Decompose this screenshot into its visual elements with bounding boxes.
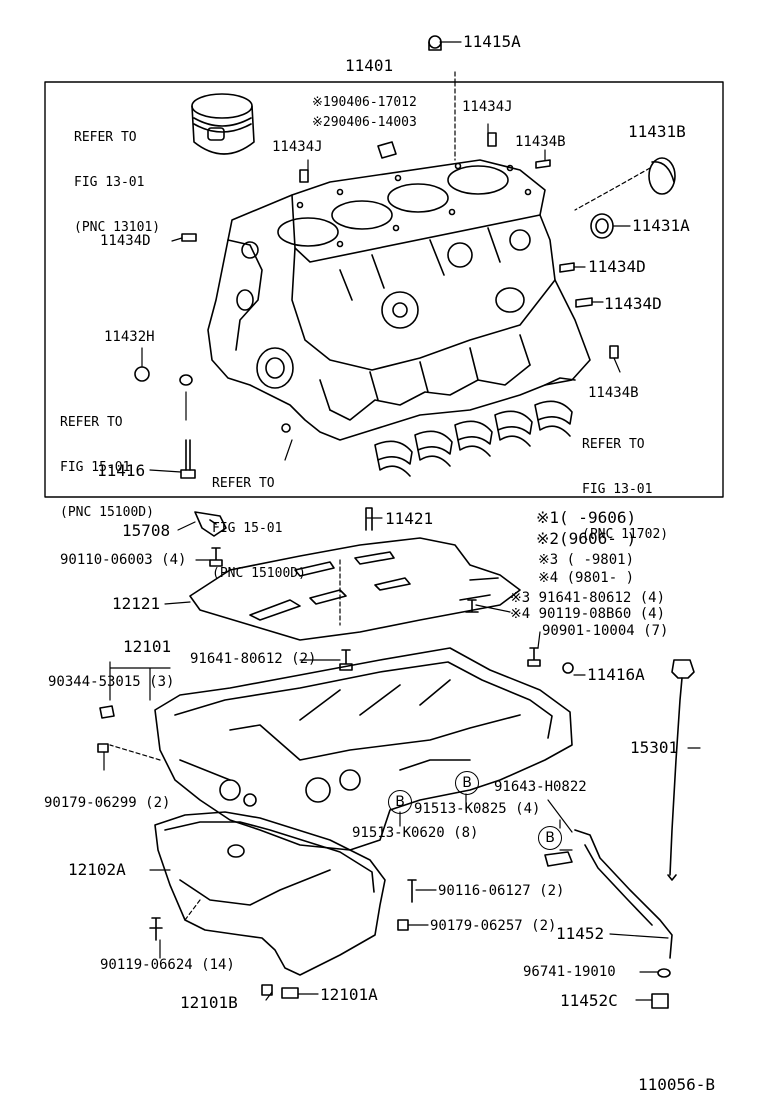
upper-oil-pan-12101 (154, 647, 573, 851)
marker-b-1: B (455, 771, 479, 795)
note-2: ※2(9606- ) (536, 529, 637, 548)
part-label-91641-4: ※3 91641-80612 (4) (510, 590, 666, 606)
reference-line: REFER TO (74, 130, 137, 145)
reference-line: FIG 15-01 (60, 460, 131, 475)
part-label-90119-08: ※4 90119-08B60 (4) (510, 606, 666, 622)
part-label-11434D-b: 11434D (588, 257, 646, 276)
reference-line: (PNC 13101) (74, 220, 161, 235)
part-label-11415A: 11415A (463, 32, 521, 51)
part-label-90119-06624: 90119-06624 (14) (100, 957, 235, 973)
part-label-11434J-a: 11434J (462, 99, 513, 115)
engine-block-drawing (207, 159, 591, 441)
part-label-11434D-a: 11434D (100, 233, 151, 249)
part-label-91513-8: 91513-K0620 (8) (352, 825, 479, 841)
leader-lines (103, 41, 701, 1001)
reference-line: REFER TO (60, 415, 123, 430)
part-label-15708: 15708 (122, 521, 171, 540)
bolt-11416 (180, 439, 196, 479)
reference-line: REFER TO (582, 437, 645, 452)
reference-bearings: REFER TO FIG 13-01 (PNC 11702) (582, 407, 668, 557)
part-label-12101B: 12101B (180, 993, 238, 1012)
part-label-11434J-b: 11434J (272, 139, 323, 155)
baffle-plate-12121 (189, 537, 521, 641)
dowel-11421 (365, 507, 373, 531)
dipstick-guide-11452 (544, 829, 673, 959)
part-label-11421: 11421 (385, 509, 434, 528)
part-label-11416A: 11416A (587, 665, 645, 684)
part-label-12101A: 12101A (320, 985, 378, 1004)
reference-line: (PNC 15100D) (212, 566, 306, 581)
part-label-11434B-a: 11434B (515, 134, 566, 150)
note-3: ※3 ( -9801) (538, 552, 635, 568)
part-label-91513-4: 91513-K0825 (4) (414, 801, 541, 817)
part-label-11431B: 11431B (628, 122, 686, 141)
note-4: ※4 (9801- ) (538, 570, 635, 586)
part-label-11431A: 11431A (632, 216, 690, 235)
part-label-90116: 90116-06127 (2) (438, 883, 565, 899)
part-label-11434D-c: 11434D (604, 294, 662, 313)
part-label-11452C: 11452C (560, 991, 618, 1010)
reference-line: (PNC 15100D) (60, 505, 154, 520)
bracket-15708 (194, 511, 227, 537)
marker-b-3: B (538, 826, 562, 850)
part-label-190406: ※190406-17012 (312, 95, 417, 110)
reference-line: FIG 13-01 (582, 482, 653, 497)
lower-oil-pan-12102A (154, 811, 386, 976)
reference-piston: REFER TO FIG 13-01 (PNC 13101) (74, 100, 160, 250)
part-label-90901: 90901-10004 (7) (542, 623, 669, 639)
marker-b-2: B (388, 790, 412, 814)
reference-mid-fig15: REFER TO FIG 15-01 (PNC 15100D) (212, 446, 306, 596)
reference-left-fig15: REFER TO FIG 15-01 (PNC 15100D) (60, 385, 154, 535)
part-label-11452: 11452 (556, 924, 605, 943)
reference-line: REFER TO (212, 476, 275, 491)
part-label-12101: 12101 (123, 637, 172, 656)
part-label-90344: 90344-53015 (3) (48, 674, 175, 690)
piston-drawing (191, 93, 255, 155)
part-label-290406: ※290406-14003 (312, 115, 417, 130)
dipstick-15301 (667, 659, 695, 881)
part-label-12121: 12121 (112, 594, 161, 613)
part-label-96741: 96741-19010 (523, 964, 616, 980)
reference-line: FIG 13-01 (74, 175, 145, 190)
block-group-frame (44, 81, 724, 498)
part-label-11432H: 11432H (104, 329, 155, 345)
diagram-id: 110056-B (638, 1075, 716, 1094)
part-label-11434B-b: 11434B (588, 385, 639, 401)
part-label-11401: 11401 (345, 56, 394, 75)
note-1: ※1( -9606) (536, 508, 637, 527)
reference-line: FIG 15-01 (212, 521, 283, 536)
part-label-90110: 90110-06003 (4) (60, 552, 187, 568)
part-label-91643: 91643-H0822 (494, 779, 587, 795)
part-label-15301: 15301 (630, 738, 679, 757)
part-label-11416: 11416 (97, 461, 146, 480)
reference-line: (PNC 11702) (582, 527, 669, 542)
part-label-90179-06257: 90179-06257 (2) (430, 918, 557, 934)
main-bearings (374, 400, 573, 477)
part-label-91641-2: 91641-80612 (2) (190, 651, 317, 667)
part-label-90179-2: 90179-06299 (2) (44, 795, 171, 811)
part-label-12102A: 12102A (68, 860, 126, 879)
